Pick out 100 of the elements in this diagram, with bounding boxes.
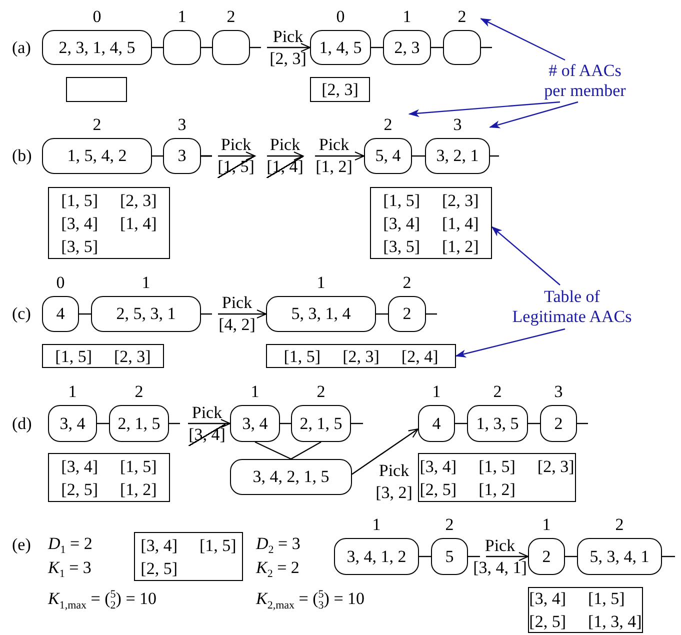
equation: K$_{2,max}$ = ($^{5}$$_{3}$) = 10 bbox=[256, 588, 365, 612]
arrow bbox=[188, 418, 231, 428]
connector-line bbox=[152, 46, 163, 48]
number-list: 2, 1, 5 bbox=[118, 414, 160, 434]
index-label: 1 bbox=[250, 382, 260, 402]
edge-label: Pick [1, 2] bbox=[316, 134, 352, 178]
pair-entry: [1, 2] bbox=[120, 478, 157, 500]
index-label: 3 bbox=[176, 115, 188, 135]
number-list: 3, 2, 1 bbox=[436, 146, 479, 166]
table-box bbox=[42, 344, 164, 368]
equation: D$_{1}$ = 2 bbox=[48, 534, 92, 556]
pair-entry: [2, 5] bbox=[420, 478, 457, 500]
index-label: 2 bbox=[382, 115, 394, 135]
table-box bbox=[66, 77, 127, 102]
equation: K$_{2}$ = 2 bbox=[256, 558, 300, 580]
pair-entry: [2, 4] bbox=[401, 346, 438, 368]
pair-entry: [3, 4] bbox=[140, 534, 178, 556]
pair-entry: [3, 4] bbox=[61, 212, 98, 234]
pair-entry: [3, 5] bbox=[61, 236, 98, 258]
connector-line bbox=[371, 46, 383, 48]
index-label: 1 bbox=[402, 7, 412, 27]
table-box bbox=[370, 187, 492, 259]
connector-line bbox=[481, 46, 492, 48]
number-list: 4 bbox=[56, 304, 65, 324]
table-box bbox=[310, 77, 370, 102]
callout-text: Table of Legitimate AACs bbox=[511, 287, 633, 327]
list-box bbox=[230, 459, 352, 495]
connector-line bbox=[201, 46, 212, 48]
index-label: 1 bbox=[316, 273, 326, 293]
arrow bbox=[315, 151, 365, 161]
pair-entry: [2, 3] bbox=[442, 190, 479, 212]
arrow bbox=[218, 309, 267, 319]
pair-entry: [2, 3] bbox=[342, 346, 380, 368]
index-label: 2 bbox=[444, 515, 455, 535]
pair-entry: [1, 5] bbox=[200, 534, 236, 556]
connector-line bbox=[97, 422, 109, 424]
equation: D$_{2}$ = 3 bbox=[256, 534, 300, 556]
index-label: 2 bbox=[134, 382, 144, 402]
arrow bbox=[200, 151, 304, 161]
index-label: 1 bbox=[431, 382, 442, 402]
pair-entry: [3, 4] bbox=[420, 456, 457, 478]
index-label: 1 bbox=[371, 515, 382, 535]
callout-text: # of AACs per member bbox=[543, 61, 627, 101]
connector-line bbox=[376, 313, 388, 315]
edge-label: Pick [4, 2] bbox=[218, 292, 256, 336]
connector-line bbox=[290, 441, 322, 460]
number-list: 3, 4 bbox=[242, 414, 268, 434]
index-label: 2 bbox=[614, 515, 625, 535]
pair-entry: [1, 5] bbox=[383, 190, 420, 212]
pair-entry: [2, 5] bbox=[529, 611, 566, 633]
number-list: 2 bbox=[402, 304, 412, 324]
pair-entry: [3, 4] bbox=[529, 588, 566, 610]
connector-line bbox=[455, 422, 467, 424]
pair-entry: [2, 3] bbox=[120, 190, 157, 212]
connector-line bbox=[351, 422, 363, 424]
number-list: 1, 4, 5 bbox=[319, 38, 362, 58]
leader-arrow bbox=[455, 328, 566, 358]
index-label: 2 bbox=[316, 382, 326, 402]
pair-entry: [2, 3] bbox=[114, 346, 151, 368]
arrow bbox=[486, 552, 529, 562]
number-list: 1, 3, 5 bbox=[476, 414, 519, 434]
index-label: 0 bbox=[55, 273, 66, 293]
pair-entry: [1, 5] bbox=[55, 346, 92, 368]
index-label: 2 bbox=[492, 382, 503, 402]
panel-label: (e) bbox=[12, 535, 31, 555]
index-label: 1 bbox=[541, 515, 552, 535]
index-label: 0 bbox=[92, 7, 102, 27]
number-list: 5, 4 bbox=[375, 146, 401, 166]
table-box bbox=[528, 587, 643, 633]
pair-entry: [1, 5] bbox=[61, 190, 98, 212]
pair-entry: [1, 5] bbox=[478, 456, 516, 478]
leader-arrow bbox=[408, 101, 560, 118]
pair-entry: [2, 3] bbox=[322, 79, 358, 101]
number-list: 2 bbox=[542, 546, 551, 566]
number-list: 3, 4 bbox=[60, 414, 86, 434]
number-list: 2, 3, 1, 4, 5 bbox=[58, 38, 136, 58]
number-list: 1, 5, 4, 2 bbox=[67, 146, 127, 166]
pair-entry: [2, 5] bbox=[140, 558, 178, 580]
connector-line bbox=[169, 422, 180, 424]
number-list: 2, 3 bbox=[394, 38, 420, 58]
edge-label: Pick [3, 2] bbox=[376, 460, 412, 504]
number-list: 5, 3, 4, 1 bbox=[590, 546, 650, 566]
connector-line bbox=[662, 556, 675, 558]
table-box bbox=[418, 453, 576, 502]
index-label: 1 bbox=[176, 7, 188, 27]
pair-entry: [1, 4] bbox=[120, 212, 157, 234]
connector-line bbox=[468, 556, 480, 558]
panel-label: (a) bbox=[12, 38, 31, 58]
index-label: 1 bbox=[140, 273, 152, 293]
table-box bbox=[48, 187, 170, 259]
panel-label: (c) bbox=[12, 304, 31, 324]
connector-line bbox=[426, 313, 437, 315]
pair-entry: [2, 3] bbox=[537, 456, 574, 478]
edge-label: Pick [2, 3] bbox=[270, 26, 306, 70]
table-box bbox=[134, 532, 243, 581]
number-list: 4 bbox=[432, 414, 441, 434]
pair-entry: [1, 5] bbox=[120, 456, 157, 478]
pair-entry: [1, 3, 4] bbox=[588, 611, 642, 633]
index-label: 2 bbox=[92, 115, 102, 135]
number-list: 3, 4, 1, 2 bbox=[346, 546, 406, 566]
